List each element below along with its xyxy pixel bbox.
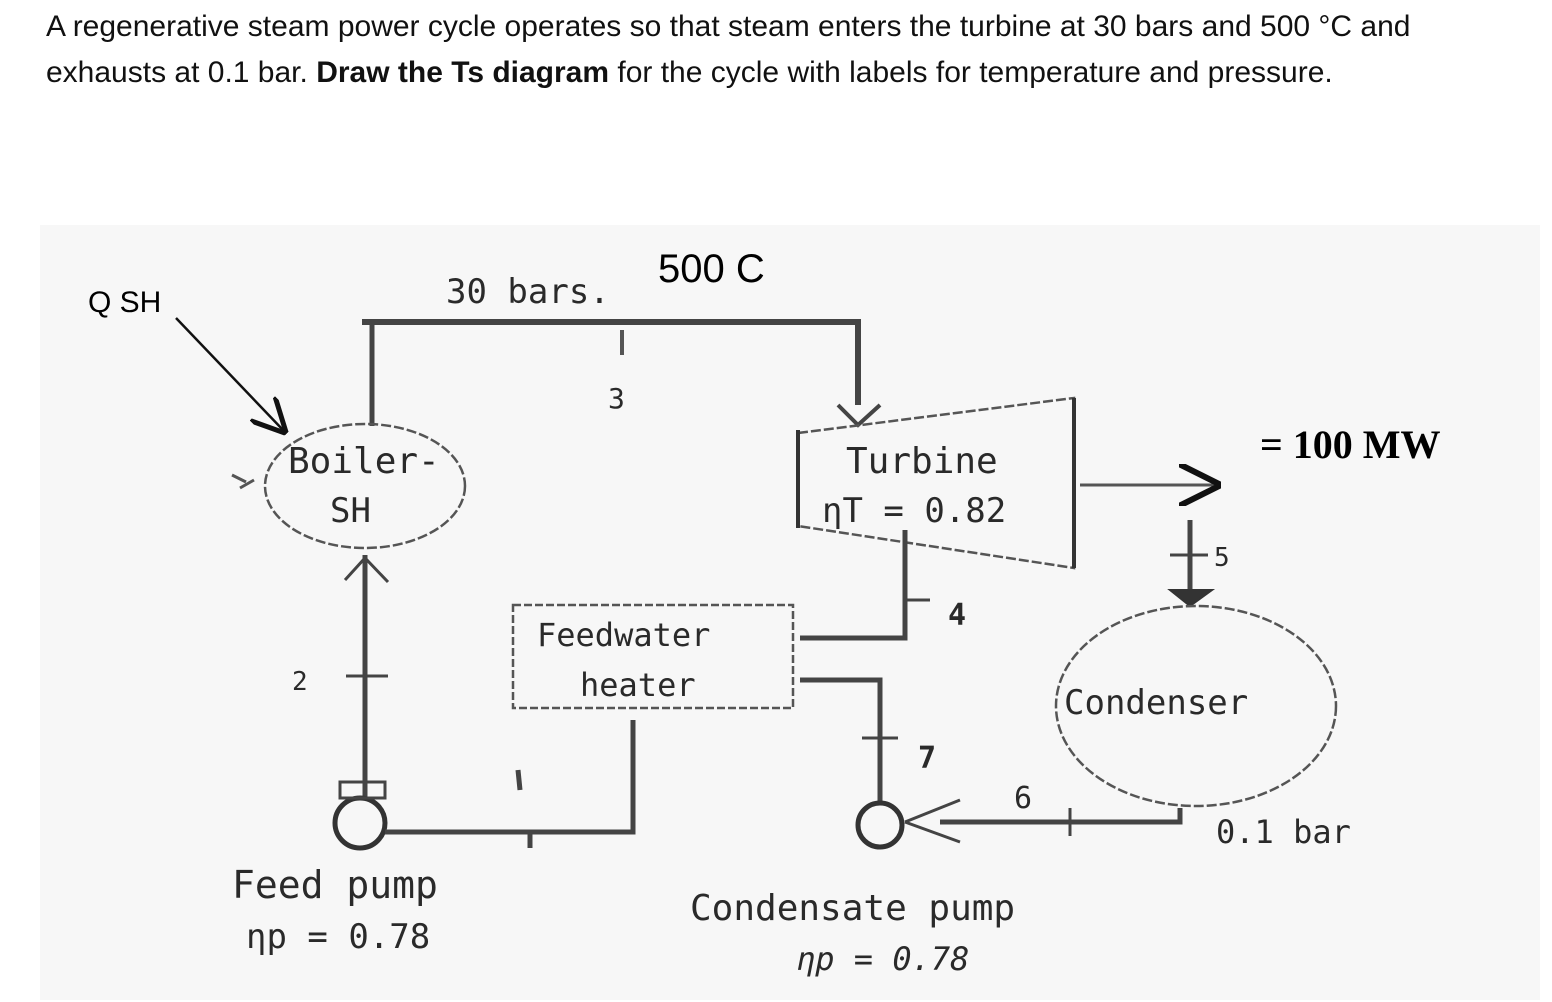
- heater-drain-line: [800, 677, 883, 805]
- state-5-label: 5: [1214, 543, 1230, 573]
- power-label: = 100 MW: [1260, 422, 1441, 467]
- feedwater-heater: [511, 603, 795, 710]
- state-4-label: 4: [948, 598, 966, 633]
- state-2-label: 2: [292, 667, 308, 697]
- heater-label-2: heater: [580, 666, 696, 704]
- question-part2: for the cycle with labels for temperatur…: [609, 56, 1333, 89]
- condenser-label: Condenser: [1064, 683, 1248, 723]
- state-3-label: 3: [608, 382, 625, 415]
- condensate-pump-inlet: [904, 798, 961, 844]
- feed-pump-top: [338, 780, 387, 800]
- heater-label-1: Feedwater: [537, 616, 710, 654]
- cond-pump-eff: ηp = 0.78: [796, 940, 969, 978]
- boiler-label-1: Boiler-: [288, 441, 440, 482]
- turbine-label: Turbine: [846, 441, 998, 482]
- boiler-label-2: SH: [330, 491, 371, 531]
- extraction-line: [800, 530, 908, 641]
- turbine-eff: ηT = 0.82: [822, 491, 1006, 531]
- top-steam-pipe: [362, 319, 861, 405]
- pressure-high-label: 30 bars.: [446, 272, 610, 312]
- cond-pump-label: Condensate pump: [690, 888, 1015, 929]
- state-7-label: 7: [918, 741, 936, 776]
- condensate-pump: [855, 800, 905, 850]
- question-bold: Draw the Ts diagram: [316, 56, 610, 89]
- pressure-low-label: 0.1 bar: [1216, 813, 1351, 851]
- state-6-label: 6: [1014, 781, 1032, 816]
- question-part1: A regenerative steam power cycle operate…: [46, 10, 1411, 89]
- boiler-sh: [263, 422, 467, 550]
- feed-pump-eff: ηp = 0.78: [246, 917, 430, 957]
- question-text: A regenerative steam power cycle operate…: [46, 4, 1526, 96]
- scan-background: [40, 225, 1540, 1000]
- feed-pump-label: Feed pump: [232, 863, 438, 907]
- temp-in-label: 500 C: [658, 247, 765, 291]
- feed-pump-mark: [515, 769, 523, 791]
- feed-pump-return-line: [385, 720, 636, 848]
- boiler-inlet-left-mark: [231, 473, 255, 490]
- q-sh-arrow: [175, 317, 283, 430]
- condensate-line: [940, 808, 1183, 825]
- q-sh-label: Q SH: [88, 286, 161, 319]
- boiler-inlet-arrow: [343, 555, 390, 584]
- condenser: [1054, 604, 1338, 808]
- condenser-inlet-arrow: [1167, 589, 1216, 608]
